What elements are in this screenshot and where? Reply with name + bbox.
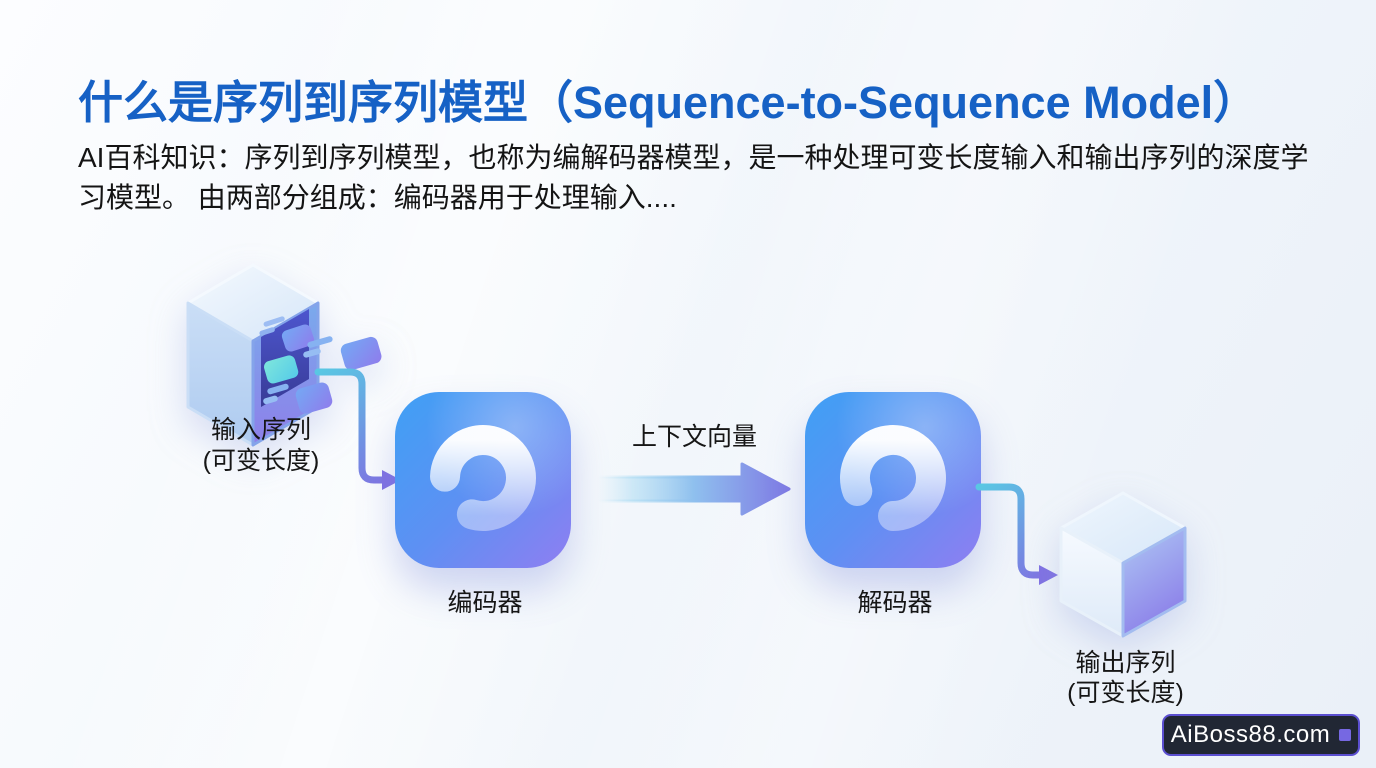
watermark-square-icon [1339, 729, 1352, 741]
encoder-ring-glyph [430, 425, 536, 531]
context-vector-label: 上下文向量 [631, 423, 757, 451]
page-title: 什么是序列到序列模型（Sequence-to-Sequence Model） [78, 77, 1259, 128]
decoder-to-output-arrow-icon [975, 483, 1058, 585]
context-vector-arrow-icon [598, 462, 791, 516]
output-sequence-label: 输出序列 (可变长度) [1067, 649, 1184, 707]
watermark-badge: AiBoss88.com [1162, 714, 1360, 756]
decoder-ring-glyph [840, 425, 946, 531]
encoder-label: 编码器 [447, 589, 523, 617]
encoder-app-icon [395, 392, 571, 568]
decoder-app-icon [805, 392, 981, 568]
description-text: AI百科知识：序列到序列模型，也称为编解码器模型，是一种处理可变长度输入和输出序… [78, 142, 1309, 213]
decoder-label: 解码器 [857, 589, 933, 617]
input-sequence-label: 输入序列 (可变长度) [202, 416, 320, 475]
output-cube-icon [1059, 491, 1187, 638]
watermark-text: AiBoss88.com [1170, 721, 1331, 748]
